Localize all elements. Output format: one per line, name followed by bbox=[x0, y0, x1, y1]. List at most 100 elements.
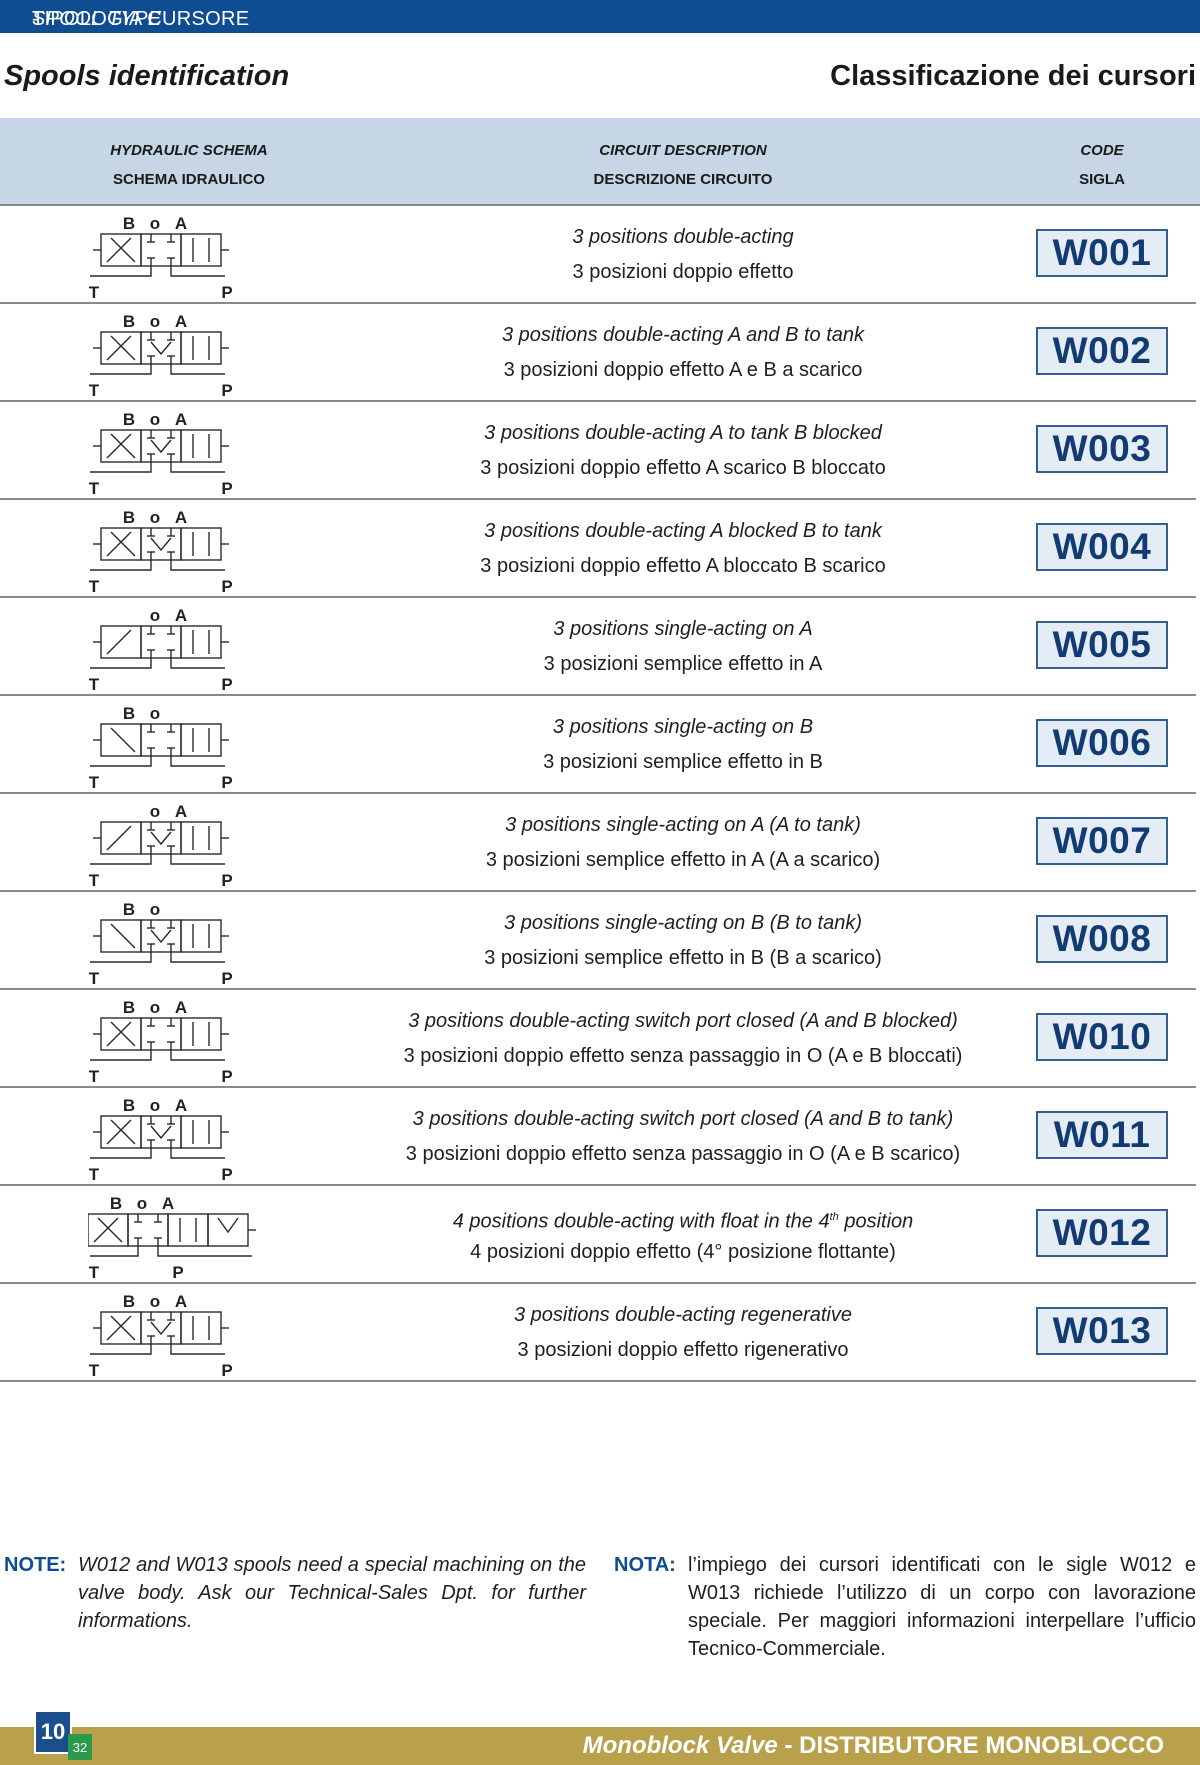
spool-position-box bbox=[140, 919, 182, 953]
port-label-p: P bbox=[172, 1263, 183, 1280]
flow-arrow bbox=[106, 433, 132, 459]
table-header: HYDRAULIC SCHEMA SCHEMA IDRAULICO CIRCUI… bbox=[0, 118, 1200, 206]
flow-arrow bbox=[110, 727, 136, 753]
spool-code-badge: W011 bbox=[1036, 1111, 1168, 1159]
pressure-line bbox=[157, 1246, 252, 1257]
spool-position-box bbox=[207, 1213, 249, 1247]
port-label: B bbox=[123, 1292, 135, 1311]
tank-line bbox=[90, 1246, 139, 1257]
tank-connection bbox=[150, 929, 172, 944]
note-tag: NOTE: bbox=[4, 1554, 67, 1576]
header-code: CODE SIGLA bbox=[1079, 142, 1125, 188]
port-label: o bbox=[150, 214, 160, 233]
port-label: B bbox=[123, 900, 135, 919]
spool-position-box bbox=[180, 919, 222, 953]
note-italian: NOTA: l’impiego dei cursori identificati… bbox=[614, 1551, 1196, 1663]
tank-line bbox=[90, 1344, 152, 1355]
spool-position-box bbox=[180, 1115, 222, 1149]
flow-arrow bbox=[97, 1217, 123, 1243]
flow-arrow bbox=[106, 237, 132, 263]
spool-position-box bbox=[140, 821, 182, 855]
note-english: NOTE: W012 and W013 spools need a specia… bbox=[4, 1551, 586, 1635]
circuit-description: 4 positions double-acting with float in … bbox=[452, 1210, 914, 1263]
port-label-p: P bbox=[221, 1361, 232, 1378]
spool-position-box bbox=[167, 1213, 209, 1247]
spool-position-box bbox=[140, 429, 182, 463]
port-label: A bbox=[175, 1096, 187, 1115]
spool-code-badge: W005 bbox=[1036, 621, 1168, 669]
pressure-line bbox=[170, 266, 225, 277]
spool-position-box bbox=[180, 1017, 222, 1051]
port-label-t: T bbox=[89, 675, 100, 692]
port-label-p: P bbox=[221, 283, 232, 300]
spool-code-badge: W004 bbox=[1036, 523, 1168, 571]
tank-connection bbox=[150, 831, 172, 846]
tank-connection bbox=[150, 1125, 172, 1140]
port-label-p: P bbox=[221, 1165, 232, 1182]
port-label-p: P bbox=[221, 969, 232, 986]
circuit-description: 3 positions single-acting on B (B to tan… bbox=[484, 912, 882, 969]
spool-code-badge: W003 bbox=[1036, 425, 1168, 473]
port-label: B bbox=[123, 410, 135, 429]
spool-position-box bbox=[127, 1213, 169, 1247]
circuit-description: 3 positions double-acting A and B to tan… bbox=[501, 324, 865, 381]
port-label-t: T bbox=[89, 871, 100, 888]
flow-arrow bbox=[106, 335, 132, 361]
tank-connection bbox=[150, 341, 172, 356]
spool-position-box bbox=[140, 233, 182, 267]
port-label: o bbox=[150, 410, 160, 429]
tank-line bbox=[90, 1050, 152, 1061]
port-label: A bbox=[175, 1292, 187, 1311]
tank-line bbox=[90, 364, 152, 375]
flow-arrow bbox=[110, 1119, 136, 1145]
pressure-line bbox=[170, 1050, 225, 1061]
port-label: B bbox=[110, 1194, 122, 1213]
note-text: W012 and W013 spools need a special mach… bbox=[78, 1554, 586, 1632]
note-tag: NOTA: bbox=[614, 1554, 676, 1576]
spool-position-box bbox=[140, 1115, 182, 1149]
port-label: o bbox=[150, 900, 160, 919]
spool-position-box bbox=[140, 625, 182, 659]
pressure-line bbox=[170, 364, 225, 375]
port-label: A bbox=[175, 998, 187, 1017]
spool-code-badge: W013 bbox=[1036, 1307, 1168, 1355]
port-label-p: P bbox=[221, 1067, 232, 1084]
header-circuit-description: CIRCUIT DESCRIPTION DESCRIZIONE CIRCUITO bbox=[593, 142, 773, 188]
flow-arrow bbox=[106, 825, 132, 851]
port-label-p: P bbox=[221, 577, 232, 594]
port-label: A bbox=[162, 1194, 174, 1213]
tank-connection bbox=[150, 439, 172, 454]
header-hydraulic-schema: HYDRAULIC SCHEMA SCHEMA IDRAULICO bbox=[110, 142, 268, 188]
port-label-p: P bbox=[221, 381, 232, 398]
spool-code-badge: W010 bbox=[1036, 1013, 1168, 1061]
port-label: o bbox=[150, 704, 160, 723]
port-label: o bbox=[137, 1194, 147, 1213]
port-label-p: P bbox=[221, 479, 232, 496]
spool-position-box bbox=[180, 1311, 222, 1345]
tank-line bbox=[90, 1148, 152, 1159]
pressure-line bbox=[170, 1344, 225, 1355]
port-label: o bbox=[150, 508, 160, 527]
page-number: 10 bbox=[34, 1710, 72, 1754]
port-label: A bbox=[175, 312, 187, 331]
spool-code-badge: W002 bbox=[1036, 327, 1168, 375]
page-tab: 32 bbox=[68, 1734, 92, 1760]
spool-position-box bbox=[140, 331, 182, 365]
port-label: B bbox=[123, 214, 135, 233]
